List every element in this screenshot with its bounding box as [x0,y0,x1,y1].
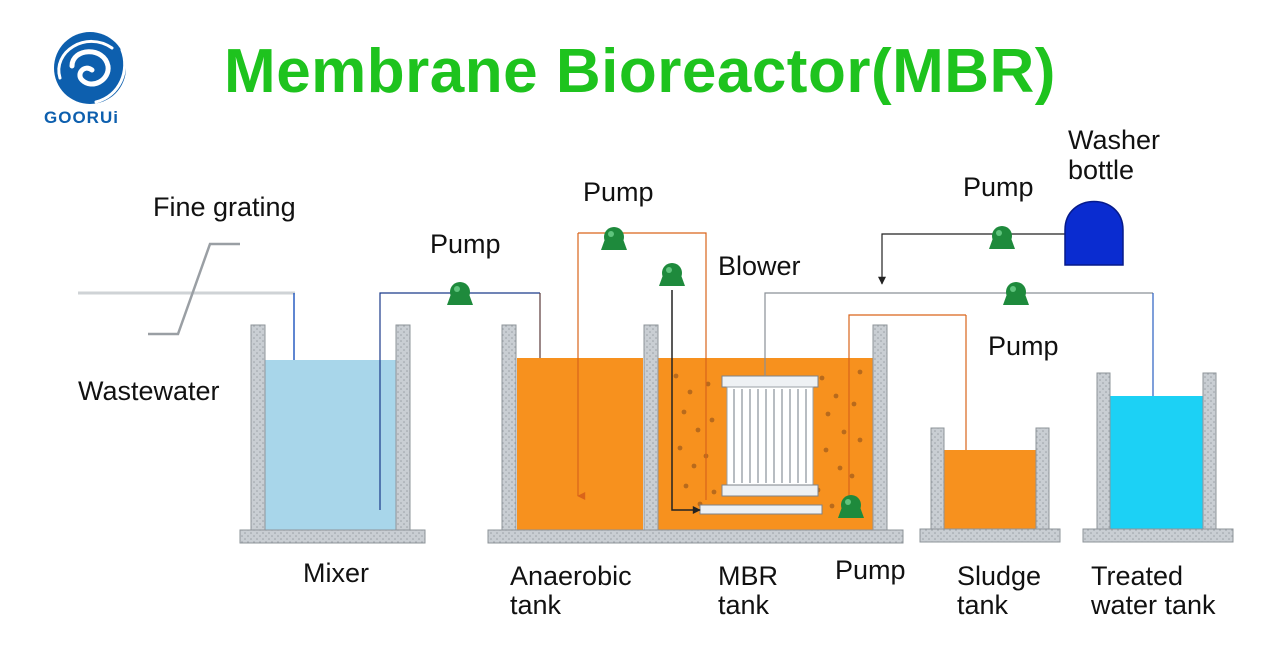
pump-3-icon [989,226,1015,249]
fine-grating-label: Fine grating [153,192,296,222]
fine-grating [148,242,240,336]
pump-1-icon [447,282,473,305]
wastewater-label: Wastewater [78,376,220,406]
washer-bottle-icon [1064,200,1124,266]
aeration-bubbles [673,369,863,509]
pump-1-label: Pump [430,229,501,259]
mbr-tank-label-line2: tank [718,590,770,620]
pump-3-label: Pump [963,172,1034,202]
anaerobic-tank-label-line2: tank [510,590,562,620]
blower-air-pipe [671,290,701,514]
sludge-tank-label-line1: Sludge [957,561,1042,591]
page-title: Membrane Bioreactor(MBR) [224,37,1056,106]
sludge-tank [919,427,1061,543]
company-logo-icon [54,32,127,104]
treated-water-tank-label-line2: water tank [1091,590,1216,620]
pump-2-label: Pump [583,177,654,207]
blower-label: Blower [718,251,801,281]
sludge-tank-label-line2: tank [957,590,1009,620]
treated-water-tank-label-line1: Treated [1091,561,1184,591]
pump-4-icon [1003,282,1029,305]
membrane-module [699,375,823,515]
mbr-tank-label-line1: MBR [718,561,778,591]
washer-bottle-label-line2: bottle [1068,155,1135,185]
mixer-tank [239,324,426,544]
blower-icon [659,263,685,286]
treated-water-tank [1082,372,1234,543]
wash-pipe [878,233,1065,285]
mixer-label: Mixer [303,558,369,588]
pump-5-label: Pump [835,555,906,585]
anaerobic-tank-label-line1: Anaerobic [510,561,632,591]
pump-4-label: Pump [988,331,1059,361]
pump-2-icon [601,227,627,250]
washer-bottle-label-line1: Washer [1068,125,1161,155]
company-logo-text: GOORUi [44,108,119,127]
